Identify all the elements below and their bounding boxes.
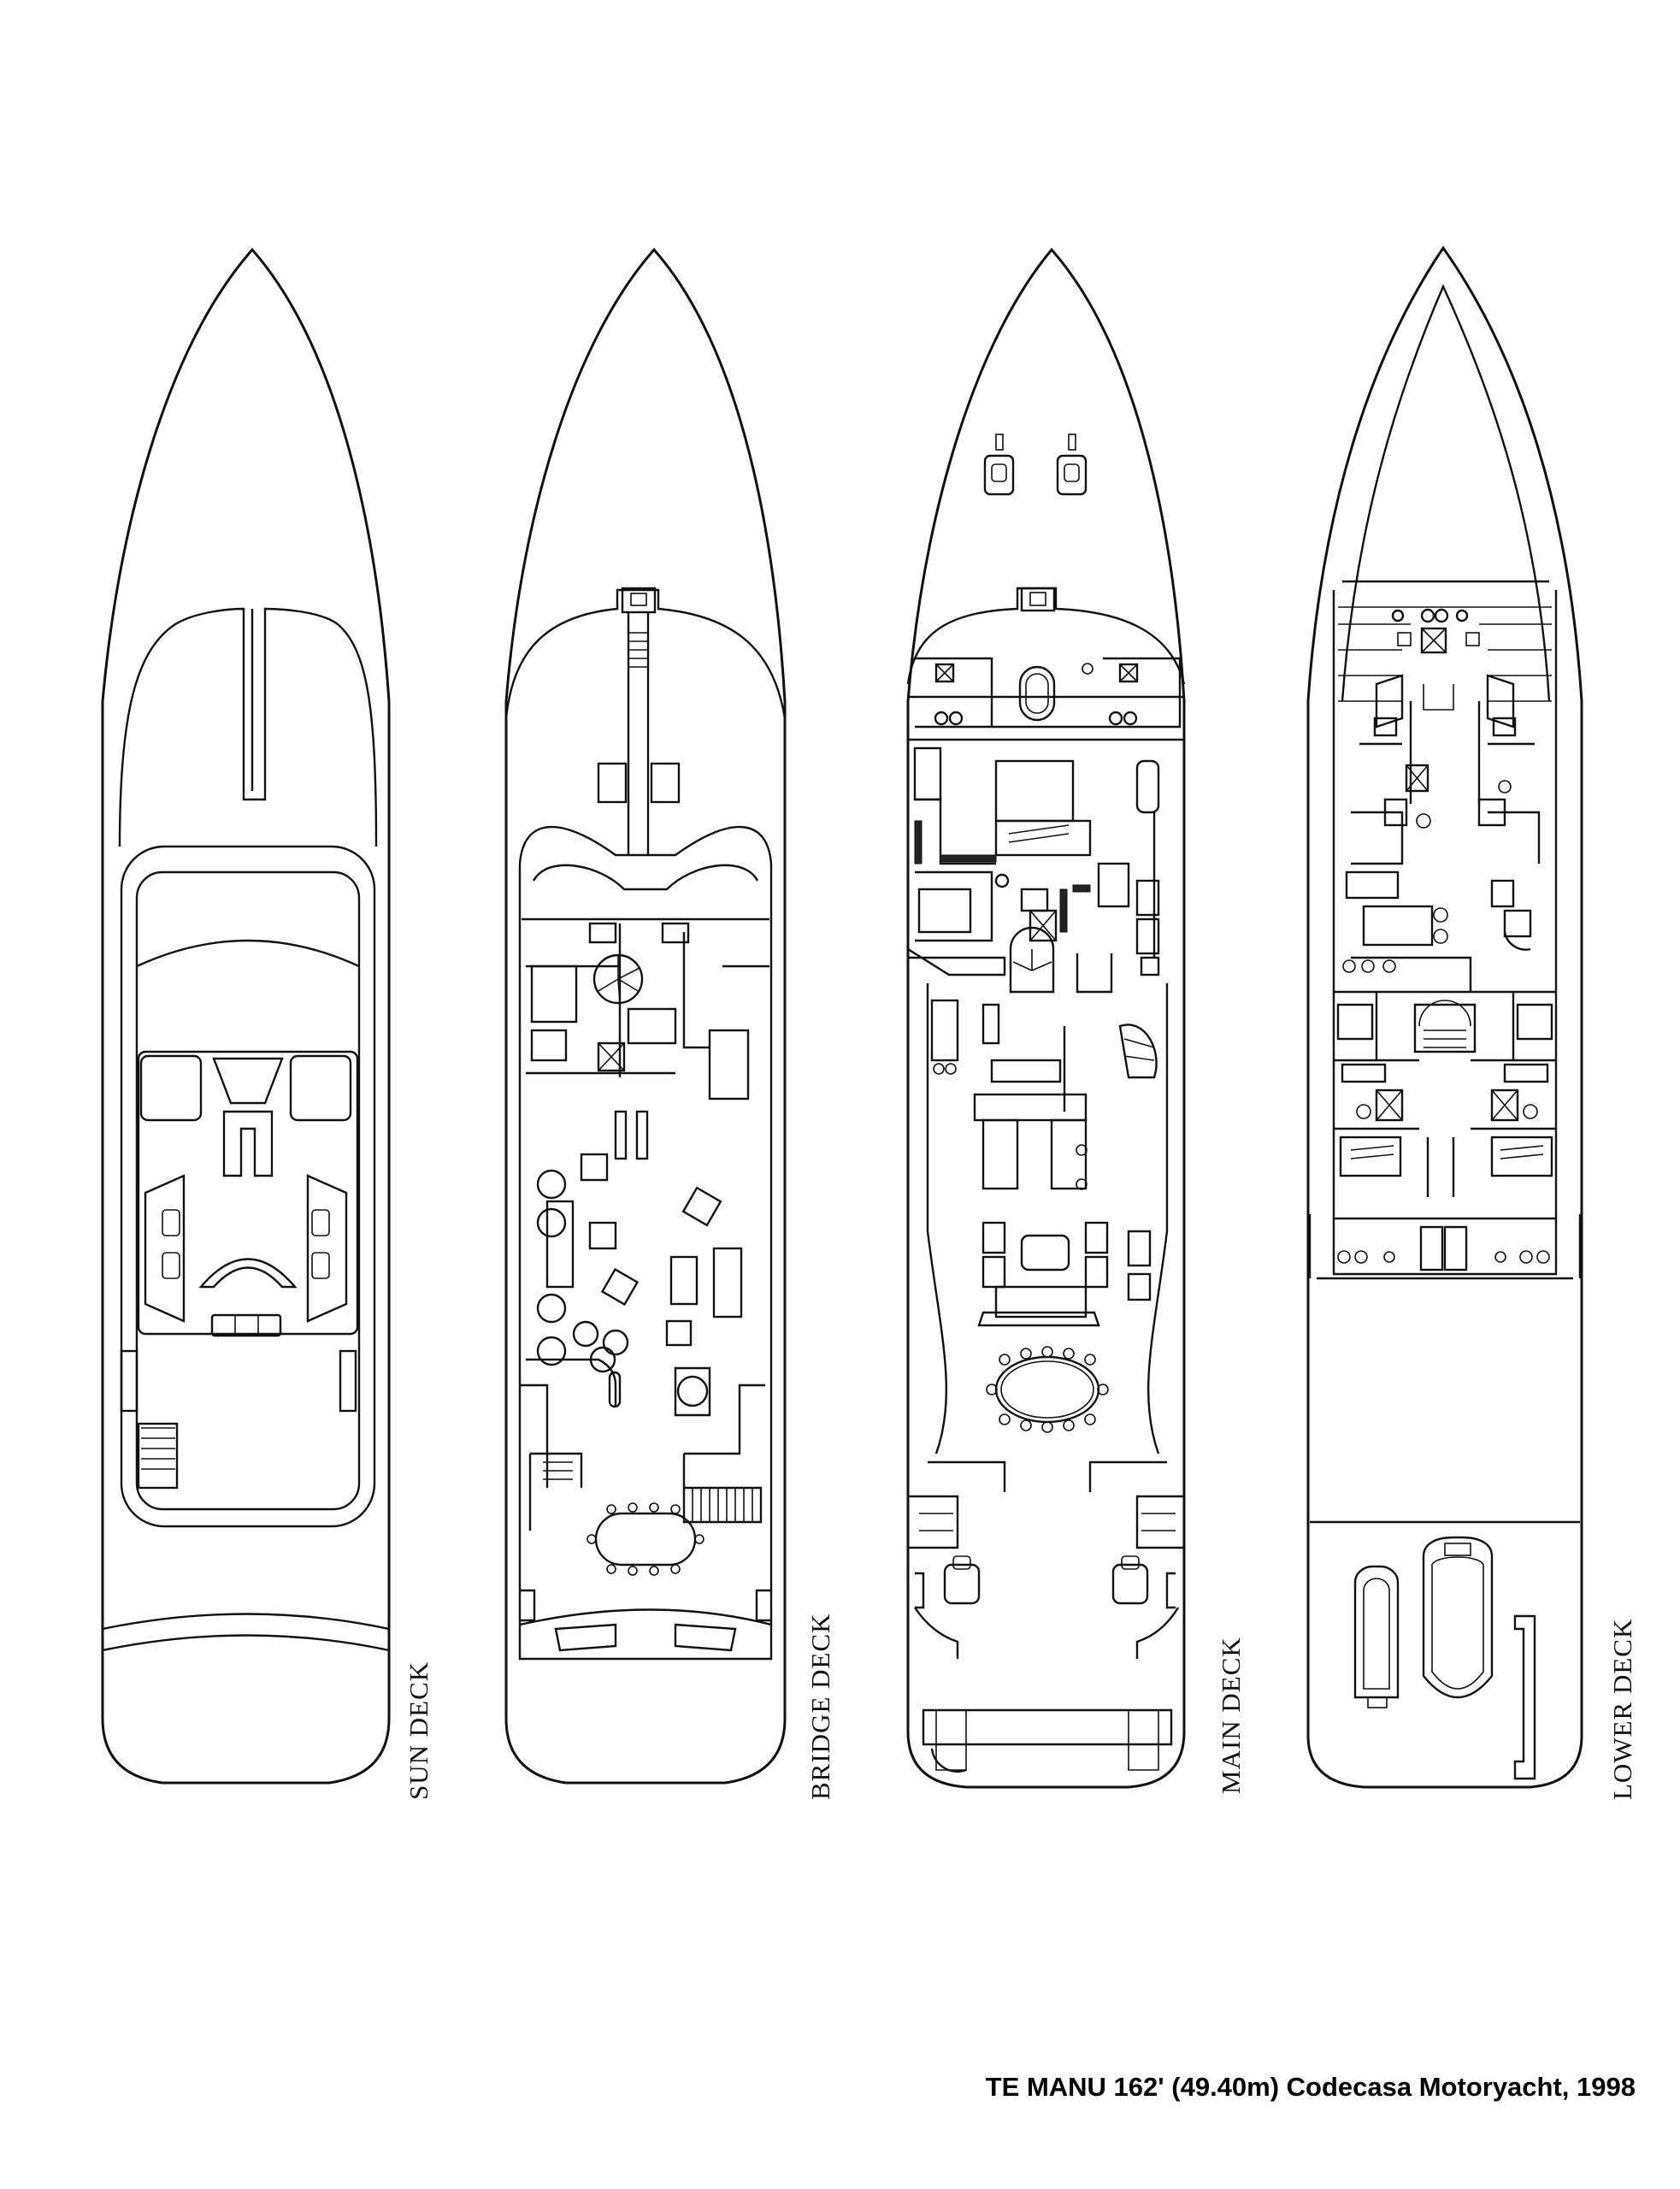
bridge-deck-label: BRIDGE DECK (805, 1613, 835, 1800)
sun-deck-plan (101, 247, 391, 1785)
main-deck-plan (906, 247, 1186, 1789)
bridge-deck-hull (504, 247, 787, 1785)
sun-deck-label: SUN DECK (404, 1661, 433, 1800)
main-deck-label: MAIN DECK (1216, 1637, 1246, 1794)
lower-deck-label: LOWER DECK (1607, 1619, 1637, 1800)
sun-deck-hull (101, 247, 391, 1785)
yacht-caption: TE MANU 162' (49.40m) Codecasa Motoryach… (985, 2072, 1636, 2102)
lower-deck-hull (1306, 245, 1583, 1789)
main-deck-hull (906, 247, 1186, 1789)
lower-deck-plan (1306, 245, 1583, 1789)
bridge-deck-plan (504, 247, 787, 1785)
